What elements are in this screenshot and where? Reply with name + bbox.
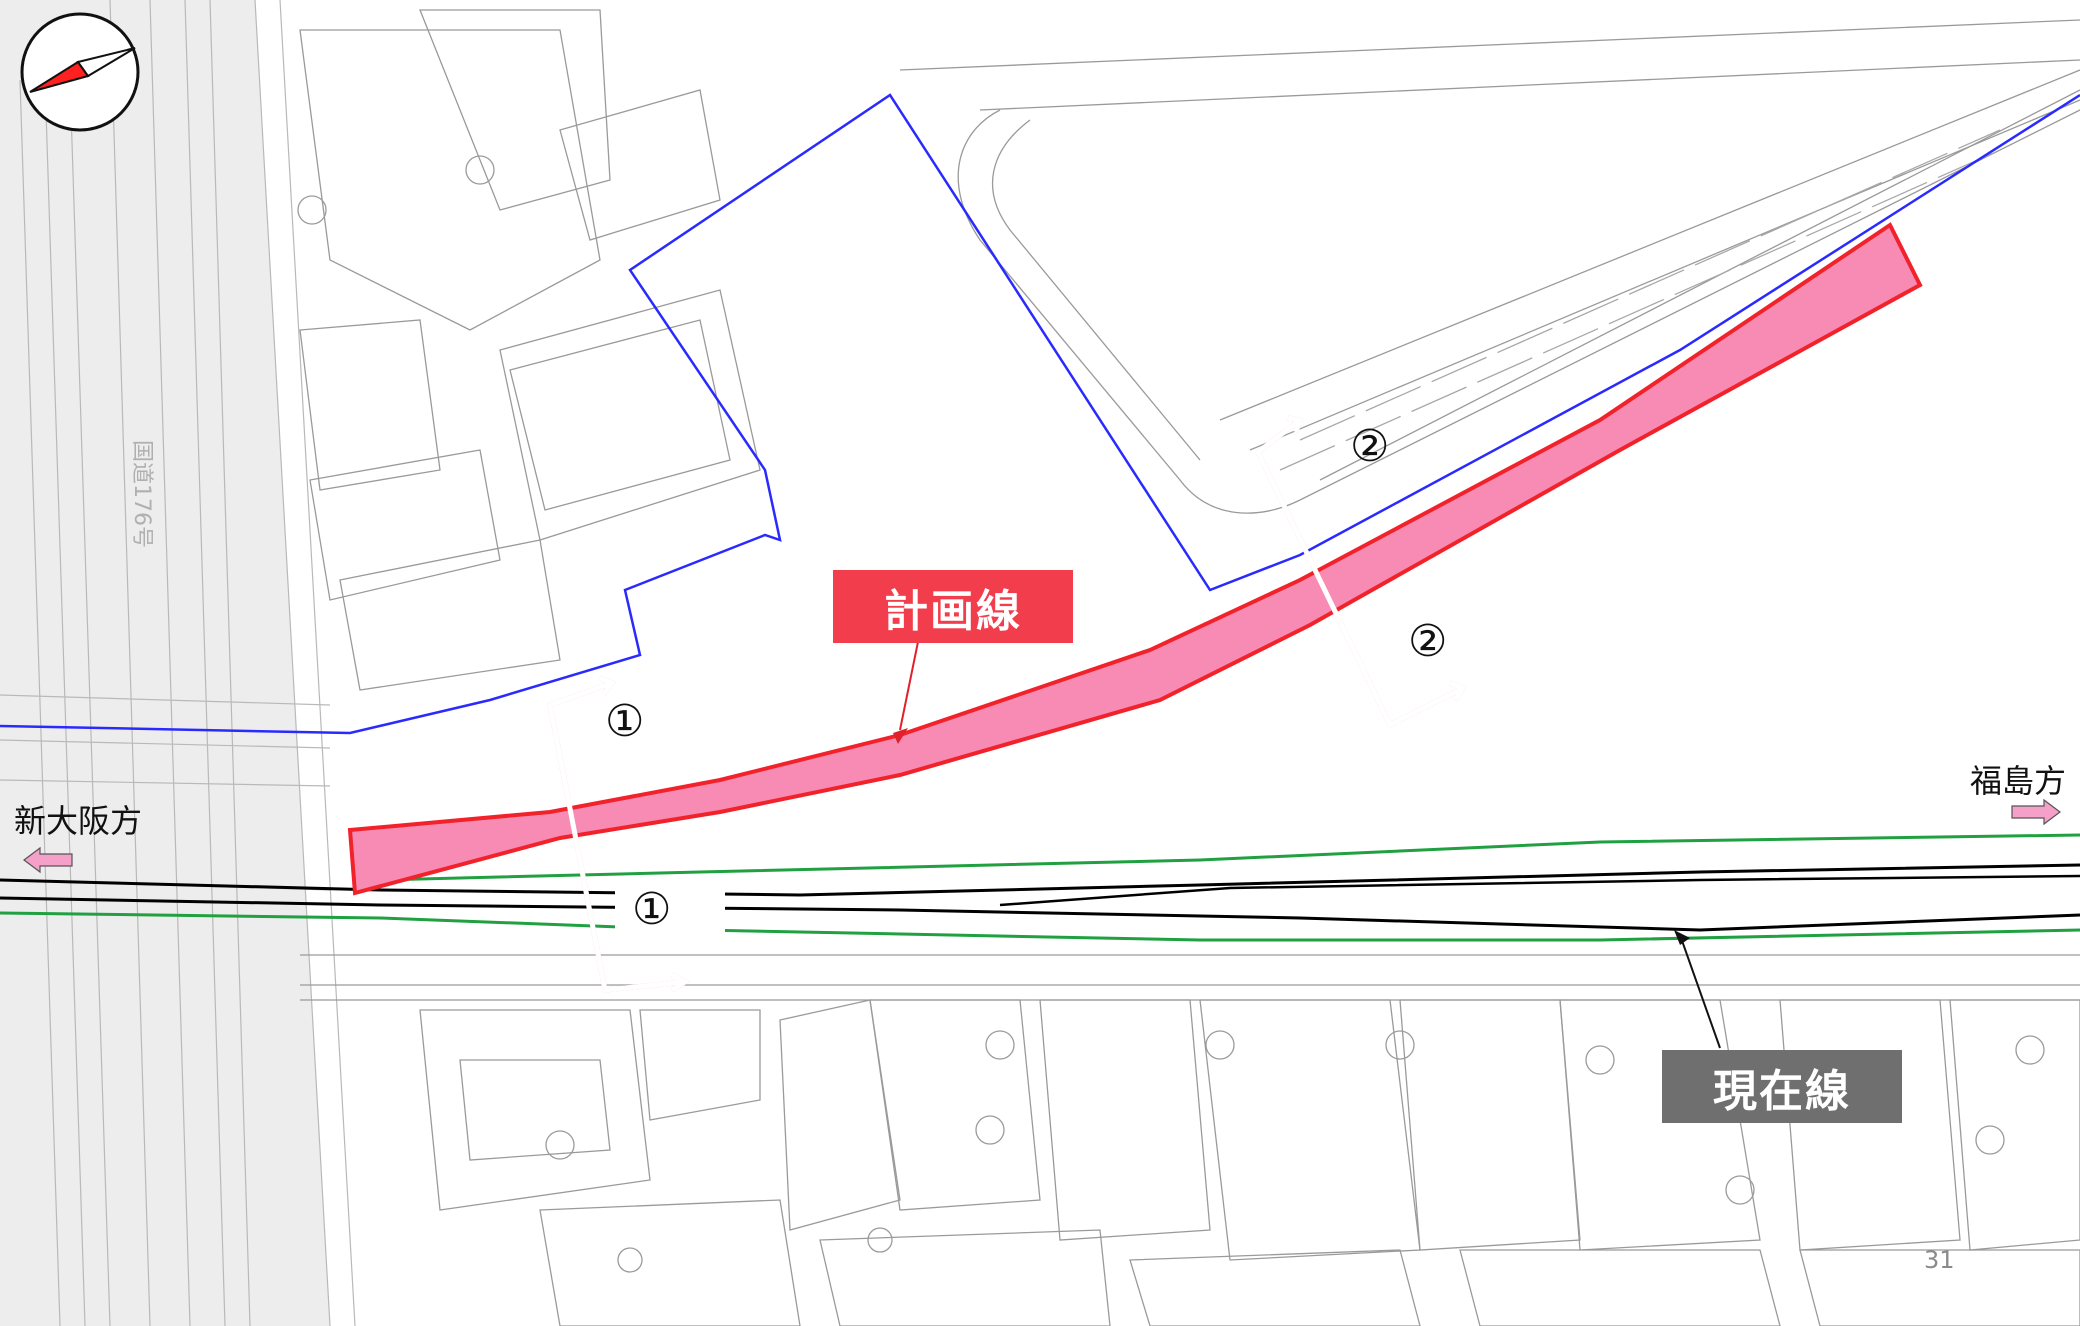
compass-icon: [20, 12, 140, 132]
plan-line-band: [347, 222, 1923, 896]
section-line-1: [547, 675, 691, 993]
section-mark-2-upper: ②: [1350, 421, 1390, 472]
direction-east-label: 福島方: [1970, 762, 2067, 800]
current-leader-line: [1679, 934, 1721, 1049]
leader-lines: [899, 631, 921, 731]
site-boundary-line: [0, 93, 2080, 735]
current-leader-arrowhead: [1674, 930, 1690, 945]
plan-leader-arrowhead: [893, 728, 908, 744]
road-label: 国道176号: [129, 440, 154, 548]
section-mark-1-lower: ①: [632, 884, 672, 935]
section-mark-1-upper: ①: [605, 696, 645, 747]
left-road-band: [0, 0, 330, 1326]
section-mark-box: [615, 876, 725, 946]
plan-line-callout: 計画線: [833, 570, 1073, 643]
left-right-arrow-icon: [23, 798, 2061, 874]
page-number: 31: [1924, 1246, 1955, 1274]
section-line-2: [1254, 415, 1467, 729]
current-line-callout: 現在線: [1662, 1050, 1902, 1123]
background-linework: [297, 9, 2080, 1326]
direction-west-label: 新大阪方: [14, 802, 143, 840]
current-line-tracks: [0, 833, 2080, 942]
section-mark-2-lower: ②: [1408, 616, 1448, 667]
